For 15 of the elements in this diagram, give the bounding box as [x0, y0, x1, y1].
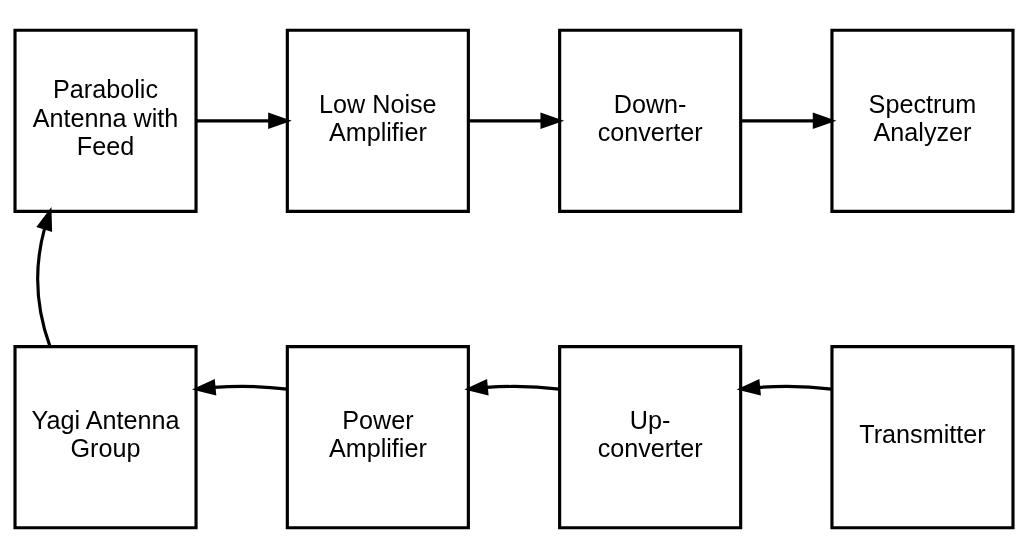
- node-box: Up- converter: [558, 344, 743, 529]
- node-box: Power Amplifier: [285, 344, 470, 529]
- arrow: [196, 112, 292, 129]
- arrow: [192, 378, 288, 395]
- node-box: Parabolic Antenna with Feed: [13, 28, 198, 213]
- arrow: [464, 378, 560, 395]
- arrow: [36, 206, 53, 347]
- arrow: [736, 378, 832, 395]
- arrow: [469, 112, 565, 129]
- node-box: Yagi Antenna Group: [13, 344, 198, 529]
- node-box: Down- converter: [558, 28, 743, 213]
- node-box: Spectrum Analyzer: [830, 28, 1015, 213]
- arrow: [741, 112, 837, 129]
- node-box: Low Noise Amplifier: [285, 28, 470, 213]
- node-box: Transmitter: [830, 344, 1015, 529]
